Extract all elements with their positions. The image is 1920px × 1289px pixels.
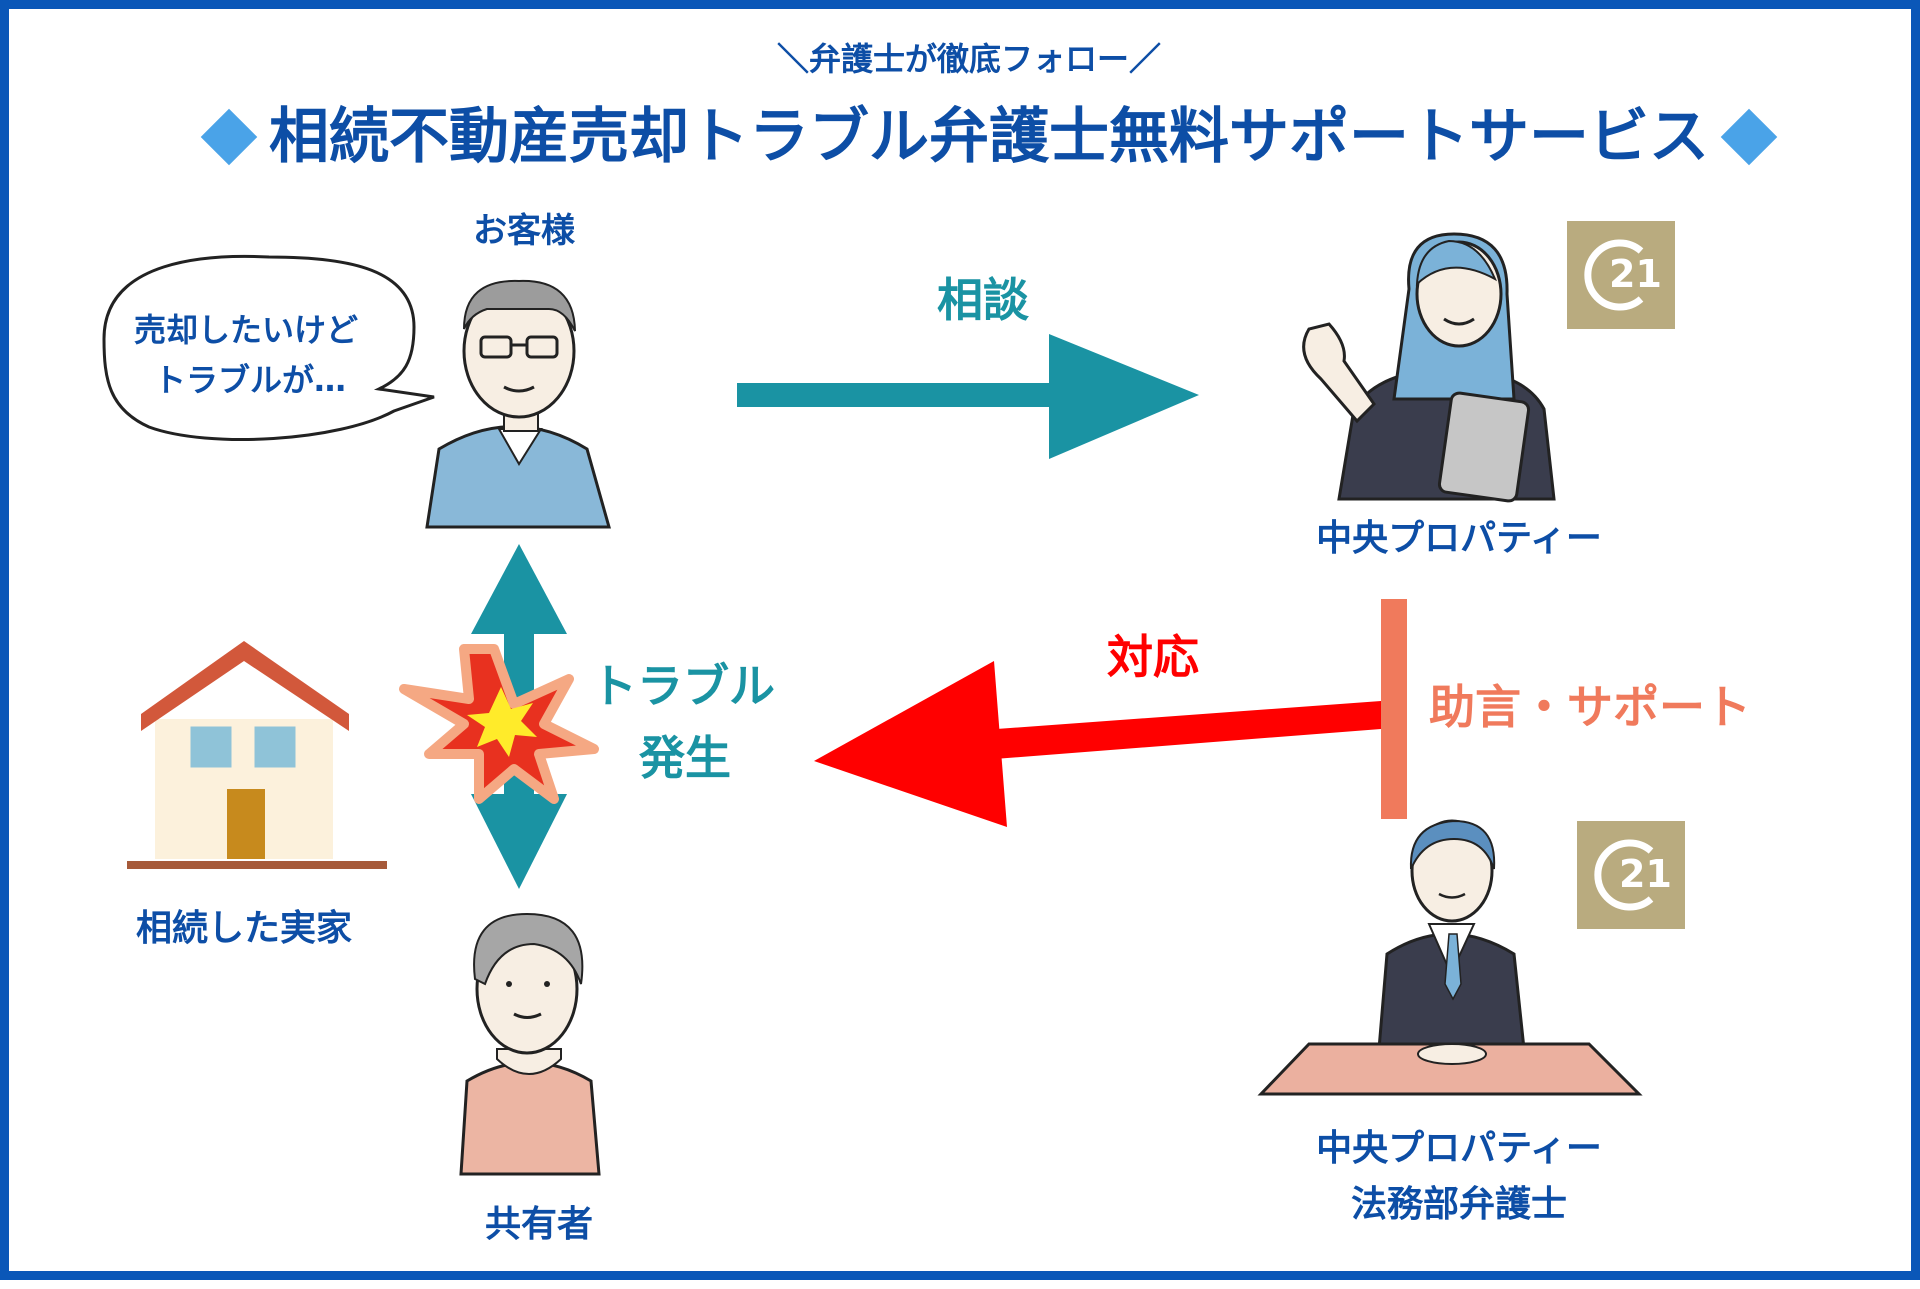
co-owner-illustration — [459, 912, 601, 1176]
trouble-label-line2: 発生 — [639, 731, 731, 785]
diamond-left-icon — [200, 108, 258, 166]
lawyer-label-line2: 法務部弁護士 — [1350, 1184, 1567, 1225]
customer-label: お客様 — [473, 211, 575, 251]
house-label: 相続した実家 — [135, 908, 352, 949]
header-title-row: 相続不動産売却トラブル弁護士無料サポートサービス — [149, 97, 1829, 177]
lawyer-illustration — [1257, 819, 1643, 1096]
property-staff-label: 中央プロパティー — [1316, 518, 1602, 559]
response-label: 対応 — [1107, 630, 1199, 684]
header-title: 相続不動産売却トラブル弁護士無料サポートサービス — [269, 102, 1709, 172]
response-arrow — [814, 661, 1381, 827]
explosion-burst-icon — [399, 644, 599, 804]
diagram-graphics — [102, 232, 1643, 1176]
c21-logo-badge-staff: 21 — [1567, 221, 1675, 329]
consult-arrow — [737, 334, 1199, 459]
diagram-stage: 21 21 ＼弁護士が徹底フォロー／ 相続不動産売却トラブル弁護士無料サポートサ… — [9, 9, 1920, 1289]
c21-logo-badge-lawyer: 21 — [1577, 821, 1685, 929]
c21-logo-icon — [1594, 839, 1654, 911]
c21-logo-text: 21 — [1609, 252, 1662, 296]
speech-bubble-line2: トラブルが… — [154, 361, 347, 399]
advice-bar — [1381, 599, 1407, 819]
consult-label: 相談 — [937, 273, 1029, 327]
speech-bubble-line1: 売却したいけど — [134, 311, 359, 349]
speech-bubble — [102, 254, 435, 441]
co-owner-label: 共有者 — [484, 1204, 593, 1245]
house-icon — [127, 641, 387, 869]
c21-logo-text: 21 — [1619, 852, 1672, 896]
trouble-label-line1: トラブル — [591, 659, 775, 713]
customer-illustration — [425, 279, 611, 529]
property-staff-illustration — [1302, 232, 1556, 503]
c21-logo-icon — [1584, 239, 1644, 311]
lawyer-label-line1: 中央プロパティー — [1316, 1128, 1602, 1169]
advice-label: 助言・サポート — [1429, 680, 1751, 734]
header-subtitle: ＼弁護士が徹底フォロー／ — [776, 40, 1161, 78]
diamond-right-icon — [1720, 108, 1778, 166]
